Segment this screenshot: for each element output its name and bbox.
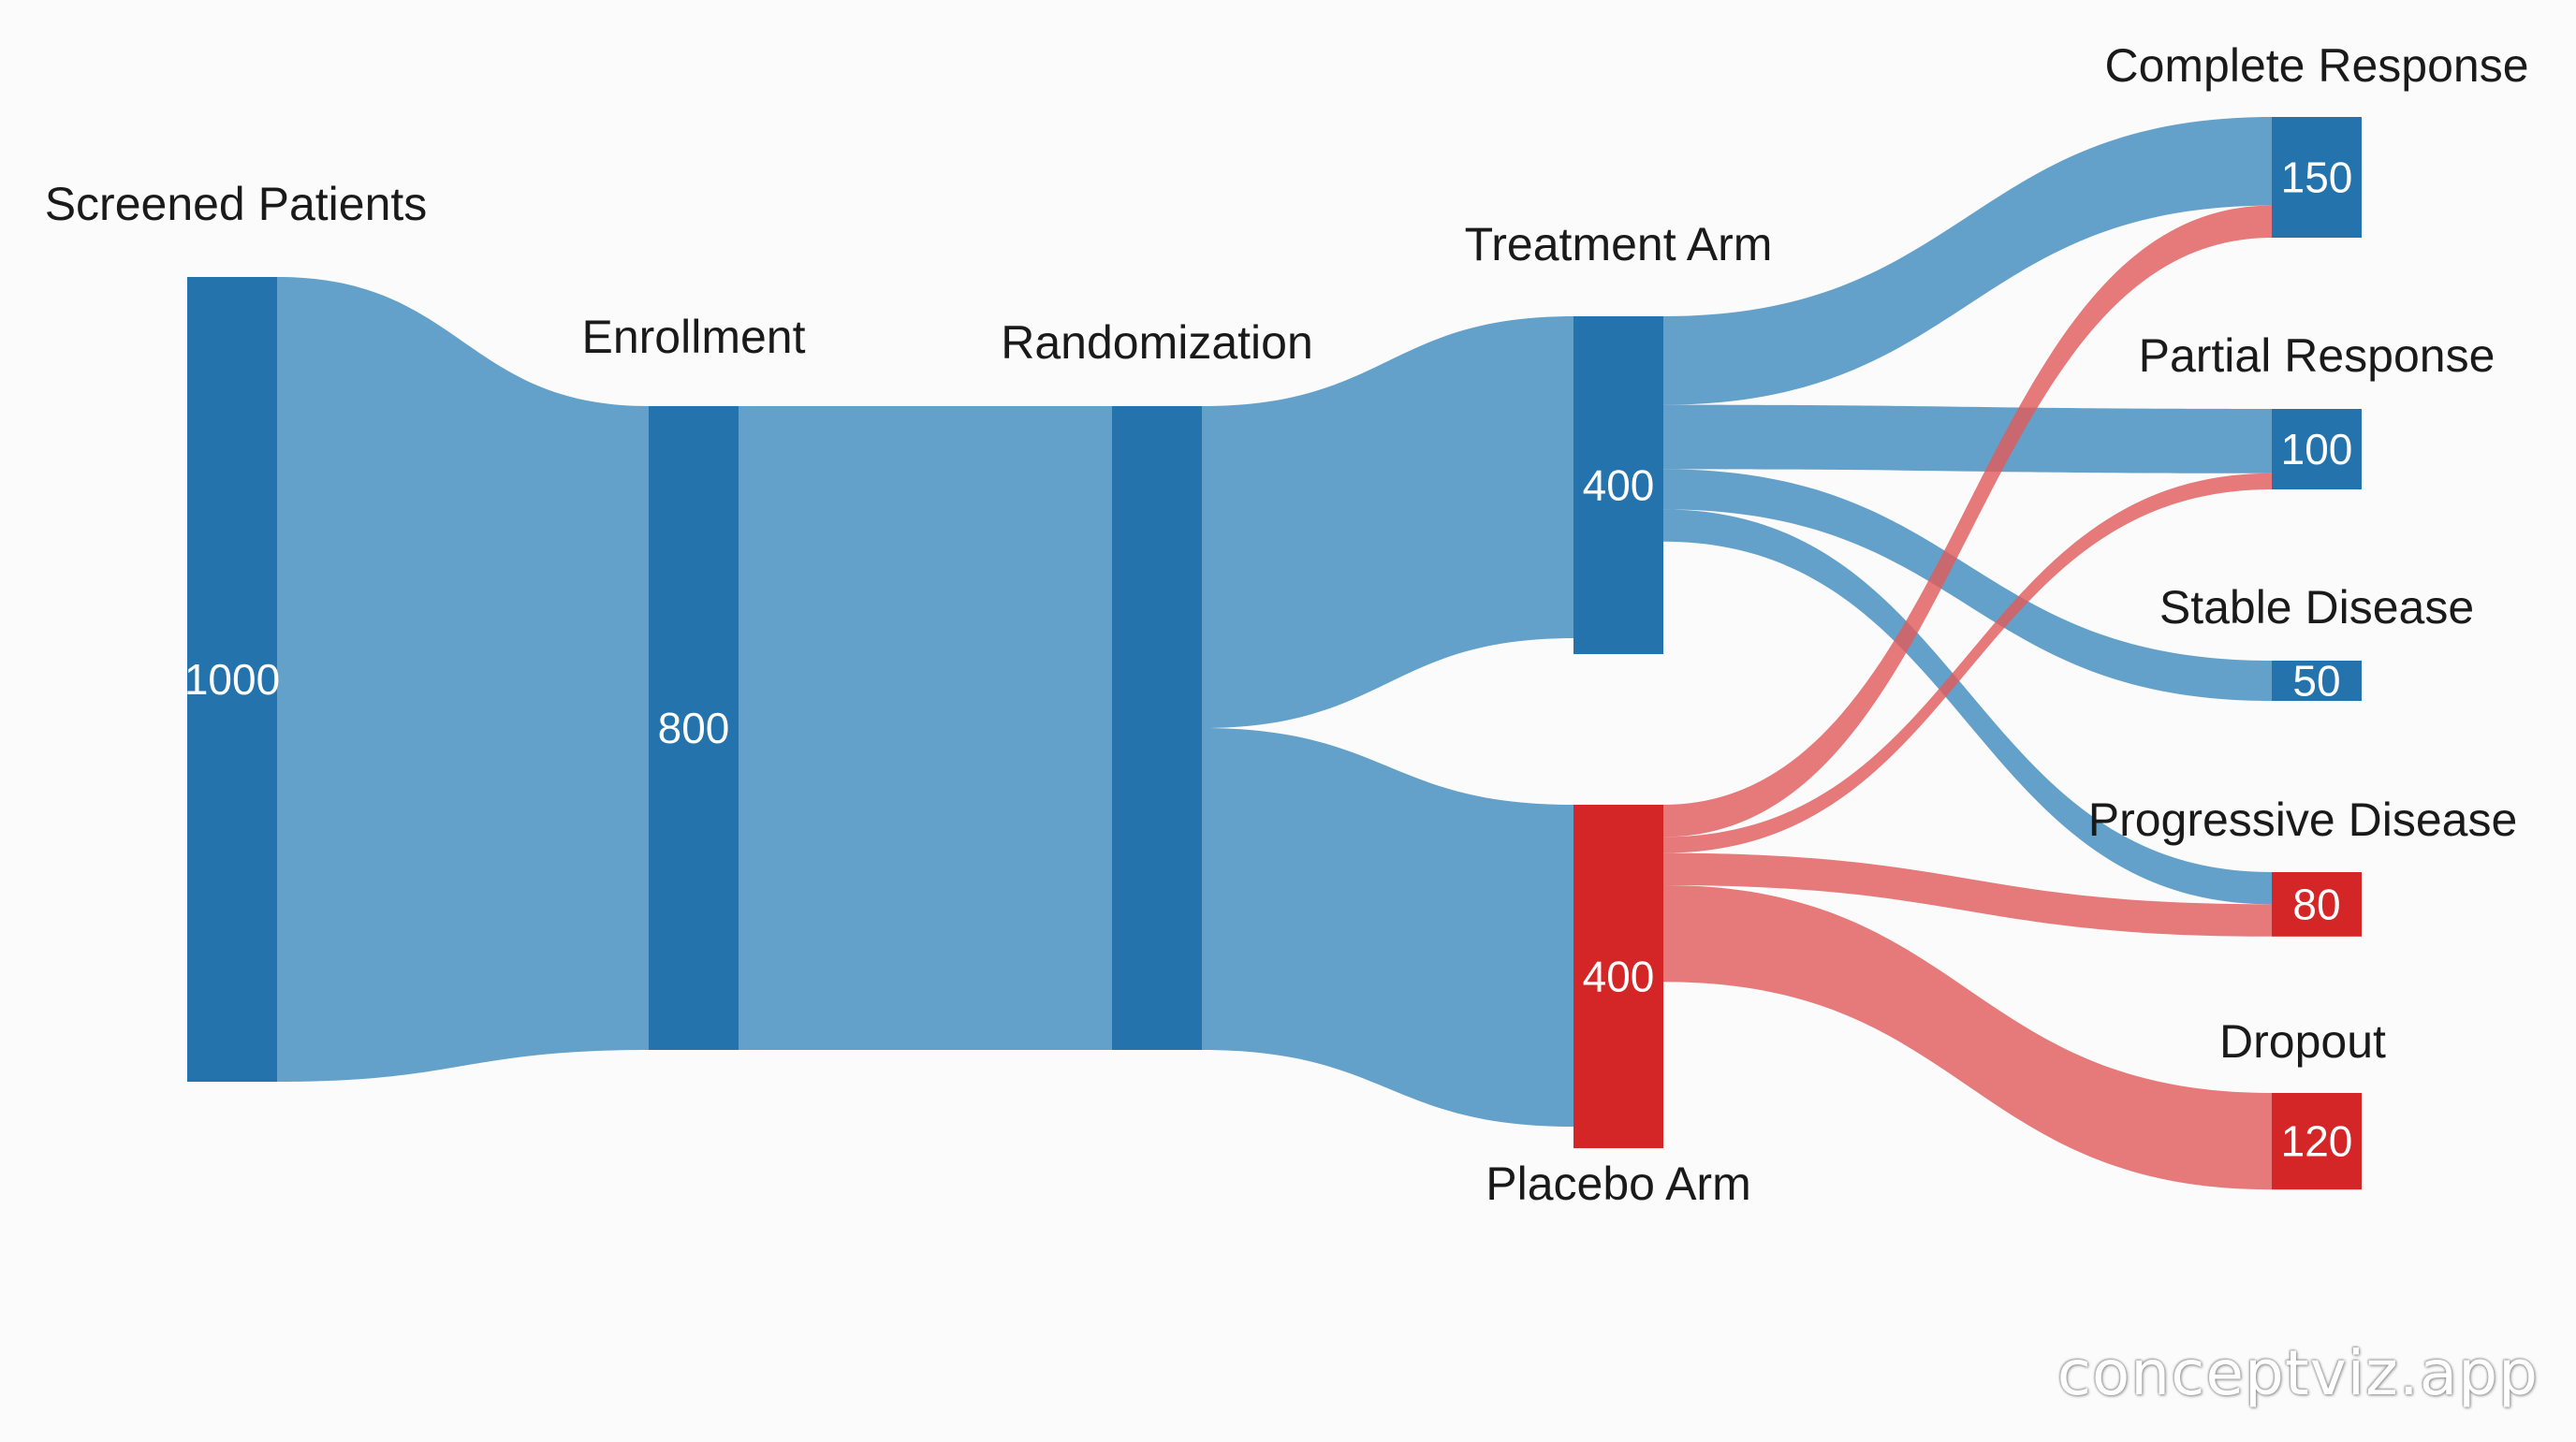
node-screened bbox=[187, 277, 277, 1082]
node-complete bbox=[2272, 117, 2362, 238]
link-placebo-to-partial bbox=[1663, 473, 2272, 853]
link-placebo-to-progressive bbox=[1663, 852, 2272, 937]
link-enrollment-to-randomization bbox=[739, 406, 1112, 1050]
node-label-randomization: Randomization bbox=[1001, 316, 1313, 369]
node-label-enrollment: Enrollment bbox=[582, 311, 806, 363]
node-progressive bbox=[2272, 872, 2362, 937]
link-treatment-to-partial bbox=[1663, 404, 2272, 473]
link-screened-to-enrollment bbox=[277, 277, 649, 1082]
node-value-dropout: 120 bbox=[2281, 1117, 2353, 1166]
node-value-enrollment: 800 bbox=[658, 704, 730, 752]
nodes-layer bbox=[187, 117, 2362, 1190]
labels-layer: 1000 Screened Patients 800 Enrollment Random… bbox=[45, 39, 2529, 1210]
node-label-placebo: Placebo Arm bbox=[1486, 1158, 1750, 1210]
link-randomization-to-placebo bbox=[1202, 728, 1573, 1127]
watermark: conceptviz.app bbox=[2056, 1337, 2539, 1409]
links-layer bbox=[277, 117, 2272, 1190]
node-value-progressive: 80 bbox=[2292, 880, 2340, 928]
node-stable bbox=[2272, 661, 2362, 701]
link-randomization-to-treatment bbox=[1202, 316, 1573, 728]
node-value-treatment: 400 bbox=[1583, 461, 1655, 510]
node-value-stable: 50 bbox=[2292, 657, 2340, 706]
link-treatment-to-complete bbox=[1663, 117, 2272, 405]
node-label-progressive: Progressive Disease bbox=[2088, 794, 2518, 846]
link-treatment-to-progressive bbox=[1663, 509, 2272, 905]
node-enrollment bbox=[649, 406, 739, 1050]
node-partial bbox=[2272, 409, 2362, 489]
node-randomization bbox=[1112, 406, 1202, 1050]
node-value-placebo: 400 bbox=[1583, 953, 1655, 1001]
node-label-dropout: Dropout bbox=[2219, 1015, 2386, 1068]
link-treatment-to-stable bbox=[1663, 469, 2272, 701]
node-label-complete: Complete Response bbox=[2104, 39, 2528, 92]
node-label-partial: Partial Response bbox=[2139, 329, 2496, 382]
node-placebo bbox=[1573, 805, 1663, 1148]
node-label-screened: Screened Patients bbox=[45, 178, 428, 230]
node-label-stable: Stable Disease bbox=[2159, 581, 2474, 634]
link-placebo-to-complete bbox=[1663, 205, 2272, 838]
node-value-complete: 150 bbox=[2281, 153, 2353, 202]
node-label-treatment: Treatment Arm bbox=[1465, 218, 1773, 270]
node-value-partial: 100 bbox=[2281, 425, 2353, 473]
link-placebo-to-dropout bbox=[1663, 885, 2272, 1190]
node-dropout bbox=[2272, 1093, 2362, 1190]
node-value-screened: 1000 bbox=[184, 655, 280, 704]
node-treatment bbox=[1573, 316, 1663, 654]
